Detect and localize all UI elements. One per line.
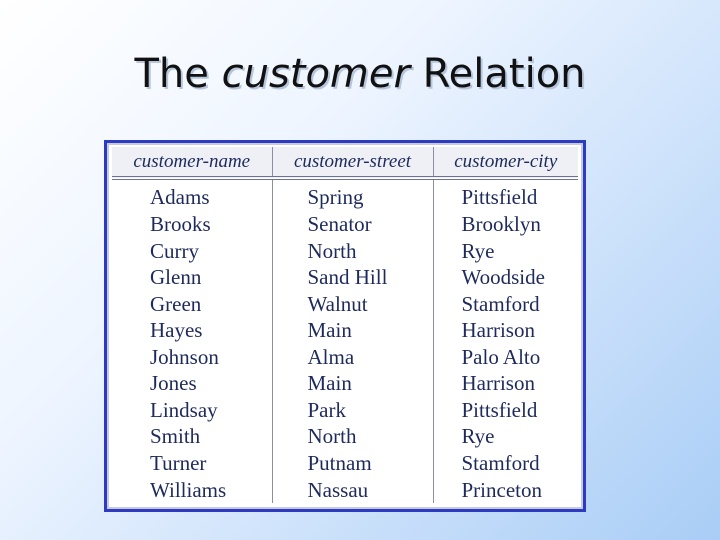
cell-customer-city: Stamford xyxy=(461,291,540,316)
cell-customer-city: Palo Alto xyxy=(461,344,541,369)
cell-customer-street: North xyxy=(272,423,434,450)
relation-table-frame: customer-name customer-street customer-c… xyxy=(104,140,586,512)
cell-customer-name: Lindsay xyxy=(112,396,273,424)
column-header-customer-city: customer-city xyxy=(433,147,578,180)
cell-customer-city: Harrison xyxy=(461,371,535,396)
cell-customer-name: Glenn xyxy=(112,263,273,291)
cell-customer-street: Senator xyxy=(272,210,434,238)
cell-customer-city: Harrison xyxy=(461,318,535,343)
cell-customer-name: Jones xyxy=(112,370,273,397)
cell-customer-city: Stamford xyxy=(461,451,540,476)
cell-customer-street: Main xyxy=(272,316,434,344)
table-header-row: customer-name customer-street customer-c… xyxy=(112,147,578,180)
cell-customer-name: Turner xyxy=(112,449,273,477)
title-italic-word: customer xyxy=(221,51,410,97)
cell-customer-name: Johnson xyxy=(112,343,273,371)
cell-customer-name: Curry xyxy=(112,237,273,264)
cell-customer-street: Park xyxy=(272,396,434,424)
title-suffix: Relation xyxy=(422,51,586,97)
title-prefix: The xyxy=(134,51,209,97)
cell-customer-city: Brooklyn xyxy=(461,211,541,236)
cell-customer-street: Walnut xyxy=(272,290,434,317)
cell-customer-street: Putnam xyxy=(272,449,434,477)
cell-customer-street: Nassau xyxy=(272,476,434,503)
column-header-customer-name: customer-name xyxy=(112,147,273,180)
cell-customer-street: Main xyxy=(272,370,434,397)
column-header-customer-street: customer-street xyxy=(272,147,434,180)
cell-customer-name: Smith xyxy=(112,423,273,450)
cell-customer-city: Princeton xyxy=(461,477,542,502)
cell-customer-name: Brooks xyxy=(112,210,273,238)
cell-customer-name: Williams xyxy=(112,476,273,503)
cell-customer-city: Rye xyxy=(461,238,495,263)
slide-title: The customer Relation xyxy=(0,44,720,104)
cell-customer-name: Adams xyxy=(112,178,273,211)
cell-customer-street: Spring xyxy=(272,178,434,211)
cell-customer-street: Sand Hill xyxy=(272,263,434,291)
cell-customer-city: Pittsfield xyxy=(461,185,538,210)
cell-customer-street: Alma xyxy=(272,343,434,371)
cell-customer-city: Pittsfield xyxy=(461,397,538,422)
cell-customer-name: Green xyxy=(112,290,273,317)
cell-customer-name: Hayes xyxy=(112,316,273,344)
customer-relation-table: customer-name customer-street customer-c… xyxy=(112,147,578,503)
cell-customer-city: Woodside xyxy=(461,265,545,290)
cell-customer-street: North xyxy=(272,237,434,264)
cell-customer-city: Rye xyxy=(461,424,495,449)
